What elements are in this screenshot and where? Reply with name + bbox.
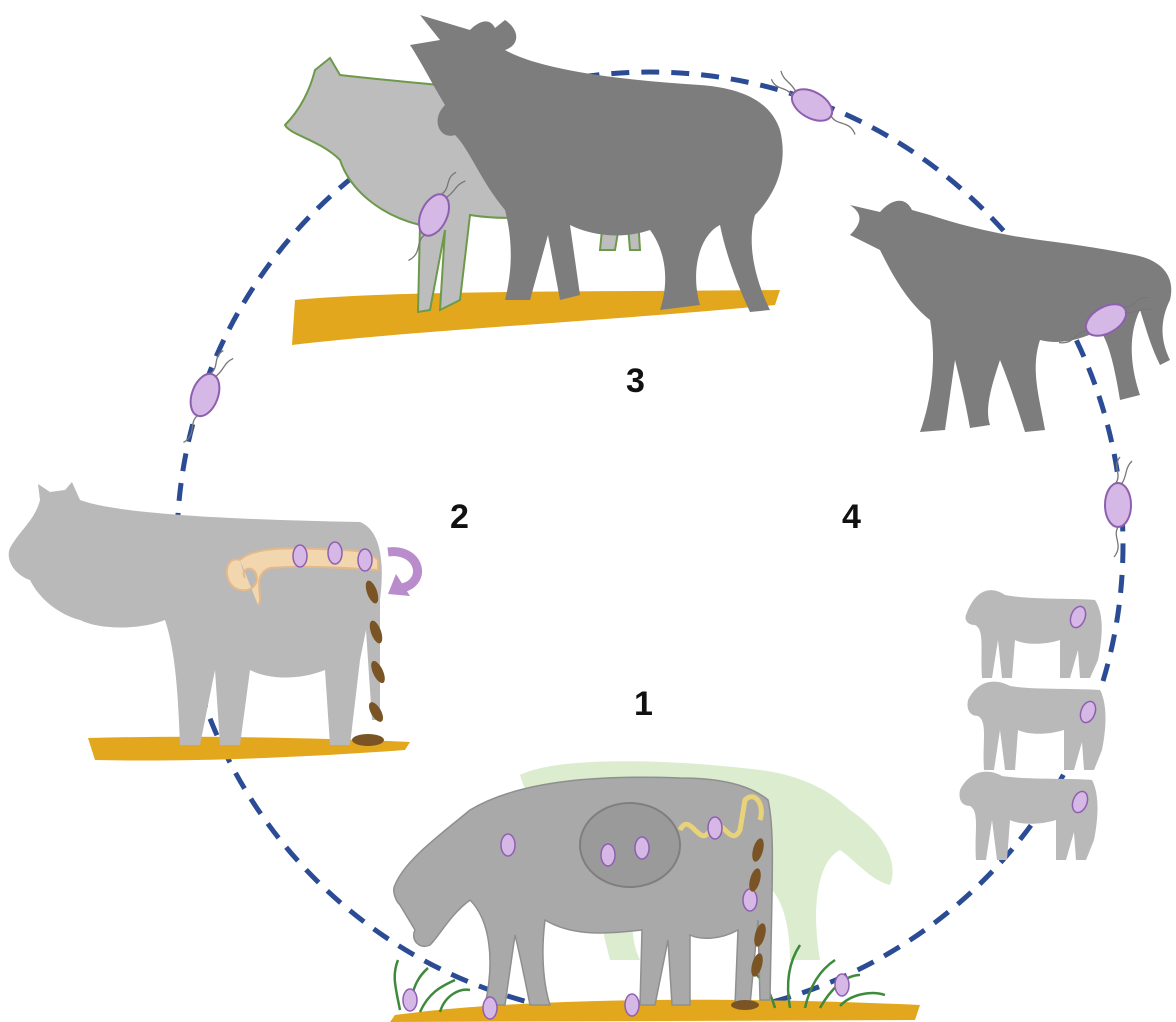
trichomonad-tract-1 [293,545,307,567]
step-label-4: 4 [842,498,861,536]
cow-silhouette-left [9,482,382,745]
trichomonad-ground-4 [835,974,849,996]
trichomonad-tract-2 [328,542,342,564]
step-label-1: 1 [634,685,653,723]
trichomonad-bottom-1 [501,834,515,856]
trichomonad-ground-1 [403,989,417,1011]
herd-cow-2 [967,682,1105,770]
trichomonad-bottom-4 [708,817,722,839]
herd-cow-1 [965,590,1101,678]
stage-3-mating-group [285,15,783,345]
trichomonad-bottom-5 [743,889,757,911]
trichomonad-on-cycle-right [1105,457,1132,557]
trichomonad-bottom-3 [635,837,649,859]
cow-silhouette-grazing [394,777,773,1005]
ground-patch-top [292,290,780,345]
trichomonad-ground-3 [625,994,639,1016]
step-label-3: 3 [626,362,645,400]
rumen [580,803,680,887]
stage-4-infected-bull [850,201,1171,432]
trichomonad-on-cycle-left [175,345,235,448]
trichomonad-ground-2 [483,997,497,1019]
recirculation-arrow [388,552,418,588]
herd-cow-3 [959,772,1097,860]
trichomonad-bottom-2 [601,844,615,866]
stage-2-infected-cow [9,482,418,761]
infected-herd [959,590,1105,860]
step-label-2: 2 [450,498,469,536]
trichomonad-tract-3 [358,549,372,571]
